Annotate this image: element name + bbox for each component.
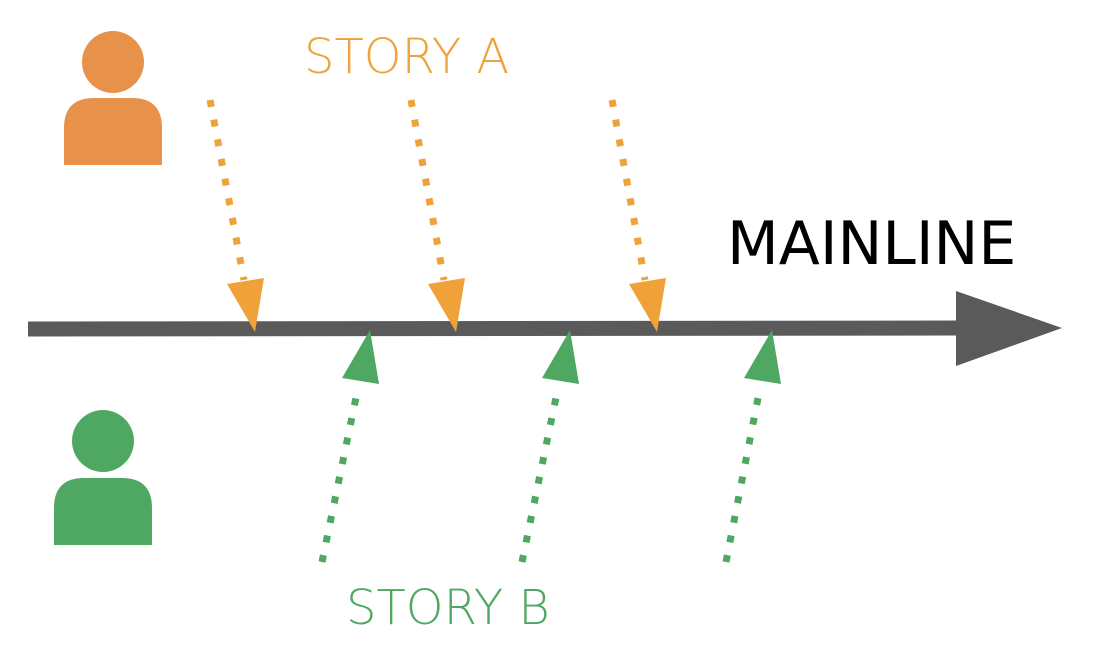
- mainline-label: MAINLINE: [727, 209, 1016, 279]
- mainline-arrow: [27, 291, 1062, 366]
- story-b-merge-arrow: [318, 330, 379, 563]
- story-b-user-icon: [54, 410, 152, 545]
- story-a-merge-arrow: [206, 99, 264, 332]
- story-a-merge-arrow: [407, 99, 465, 332]
- story-b-label: STORY B: [346, 580, 550, 636]
- story-a-merge-arrow: [608, 99, 666, 332]
- story-a-merge-arrows: [206, 99, 666, 332]
- story-a-user-icon: [64, 31, 162, 165]
- story-b-merge-arrow: [722, 330, 781, 563]
- story-b-merge-arrows: [318, 330, 781, 563]
- story-a-label: STORY A: [304, 29, 509, 85]
- story-b-merge-arrow: [518, 330, 579, 563]
